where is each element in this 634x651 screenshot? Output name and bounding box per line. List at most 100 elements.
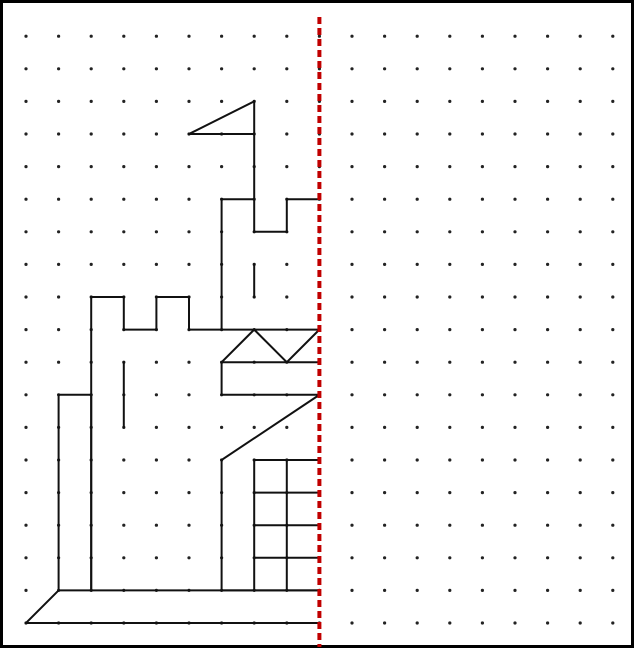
grid-dot xyxy=(481,35,484,38)
grid-dot xyxy=(24,328,27,331)
grid-dot xyxy=(546,589,549,592)
grid-dot xyxy=(155,263,158,266)
grid-dot xyxy=(24,165,27,168)
grid-dot xyxy=(448,556,451,559)
grid-dot xyxy=(546,328,549,331)
grid-dot xyxy=(611,35,614,38)
grid-dot xyxy=(122,198,125,201)
grid-dot xyxy=(24,100,27,103)
grid-dot xyxy=(24,589,27,592)
grid-dot xyxy=(416,426,419,429)
grid-dot xyxy=(611,132,614,135)
grid-dot xyxy=(155,35,158,38)
grid-dot xyxy=(611,67,614,70)
grid-dot xyxy=(383,491,386,494)
grid-dot xyxy=(481,491,484,494)
grid-dot xyxy=(350,361,353,364)
grid-dot xyxy=(155,132,158,135)
grid-dot xyxy=(513,458,516,461)
grid-dot xyxy=(155,393,158,396)
grid-dot xyxy=(90,263,93,266)
grid-dot xyxy=(579,524,582,527)
grid-dot xyxy=(416,458,419,461)
grid-dot xyxy=(350,426,353,429)
grid-dot xyxy=(416,556,419,559)
grid-dot xyxy=(383,328,386,331)
grid-dot xyxy=(155,100,158,103)
grid-dot xyxy=(24,361,27,364)
grid-dot xyxy=(481,198,484,201)
grid-dot xyxy=(546,621,549,624)
grid-dot xyxy=(448,524,451,527)
grid-dot xyxy=(350,67,353,70)
grid-dot xyxy=(546,295,549,298)
grid-dot xyxy=(513,621,516,624)
grid-dot xyxy=(611,458,614,461)
grid-dot xyxy=(611,524,614,527)
grid-dot xyxy=(57,67,60,70)
grid-dot xyxy=(122,132,125,135)
grid-dot xyxy=(24,35,27,38)
grid-dot xyxy=(285,263,288,266)
grid-dot xyxy=(579,426,582,429)
grid-dot xyxy=(350,165,353,168)
grid-dot xyxy=(122,35,125,38)
grid-dot xyxy=(448,263,451,266)
grid-dot xyxy=(611,198,614,201)
grid-dot xyxy=(416,621,419,624)
grid-dot xyxy=(579,393,582,396)
grid-dot xyxy=(383,589,386,592)
grid-dot xyxy=(24,295,27,298)
grid-dot xyxy=(579,328,582,331)
grid-dot xyxy=(90,198,93,201)
grid-dot xyxy=(155,491,158,494)
grid-dot xyxy=(57,132,60,135)
grid-dot xyxy=(155,67,158,70)
grid-dot xyxy=(579,621,582,624)
grid-dot xyxy=(383,132,386,135)
grid-dot xyxy=(546,393,549,396)
grid-dot xyxy=(24,132,27,135)
grid-dot xyxy=(579,35,582,38)
grid-dot xyxy=(24,524,27,527)
grid-dot xyxy=(90,132,93,135)
grid-dot xyxy=(24,393,27,396)
grid-dot xyxy=(350,621,353,624)
grid-dot xyxy=(416,361,419,364)
grid-dot xyxy=(448,589,451,592)
grid-dot xyxy=(481,100,484,103)
grid-dot xyxy=(416,67,419,70)
grid-dot xyxy=(611,393,614,396)
shape-edge xyxy=(189,101,254,134)
grid-dot xyxy=(611,165,614,168)
grid-dot xyxy=(611,589,614,592)
grid-dot xyxy=(155,556,158,559)
grid-dot xyxy=(513,100,516,103)
grid-dot xyxy=(187,165,190,168)
grid-dot xyxy=(187,198,190,201)
grid-dot xyxy=(24,198,27,201)
grid-dot xyxy=(611,328,614,331)
grid-dot xyxy=(350,328,353,331)
grid-dot xyxy=(579,556,582,559)
grid-dot xyxy=(187,230,190,233)
grid-dot xyxy=(285,132,288,135)
grid-dot xyxy=(611,426,614,429)
grid-dot xyxy=(546,132,549,135)
grid-dot xyxy=(448,491,451,494)
grid-dot xyxy=(90,230,93,233)
grid-dot xyxy=(155,165,158,168)
grid-dot xyxy=(513,35,516,38)
grid-dot xyxy=(350,263,353,266)
grid-dot xyxy=(122,263,125,266)
grid-dot xyxy=(546,67,549,70)
grid-dot xyxy=(220,35,223,38)
grid-dot xyxy=(383,458,386,461)
grid-dot xyxy=(513,67,516,70)
grid-dot xyxy=(122,524,125,527)
grid-dot xyxy=(611,263,614,266)
grid-dot xyxy=(416,524,419,527)
grid-dot xyxy=(448,230,451,233)
grid-dot xyxy=(285,67,288,70)
grid-dot xyxy=(155,361,158,364)
